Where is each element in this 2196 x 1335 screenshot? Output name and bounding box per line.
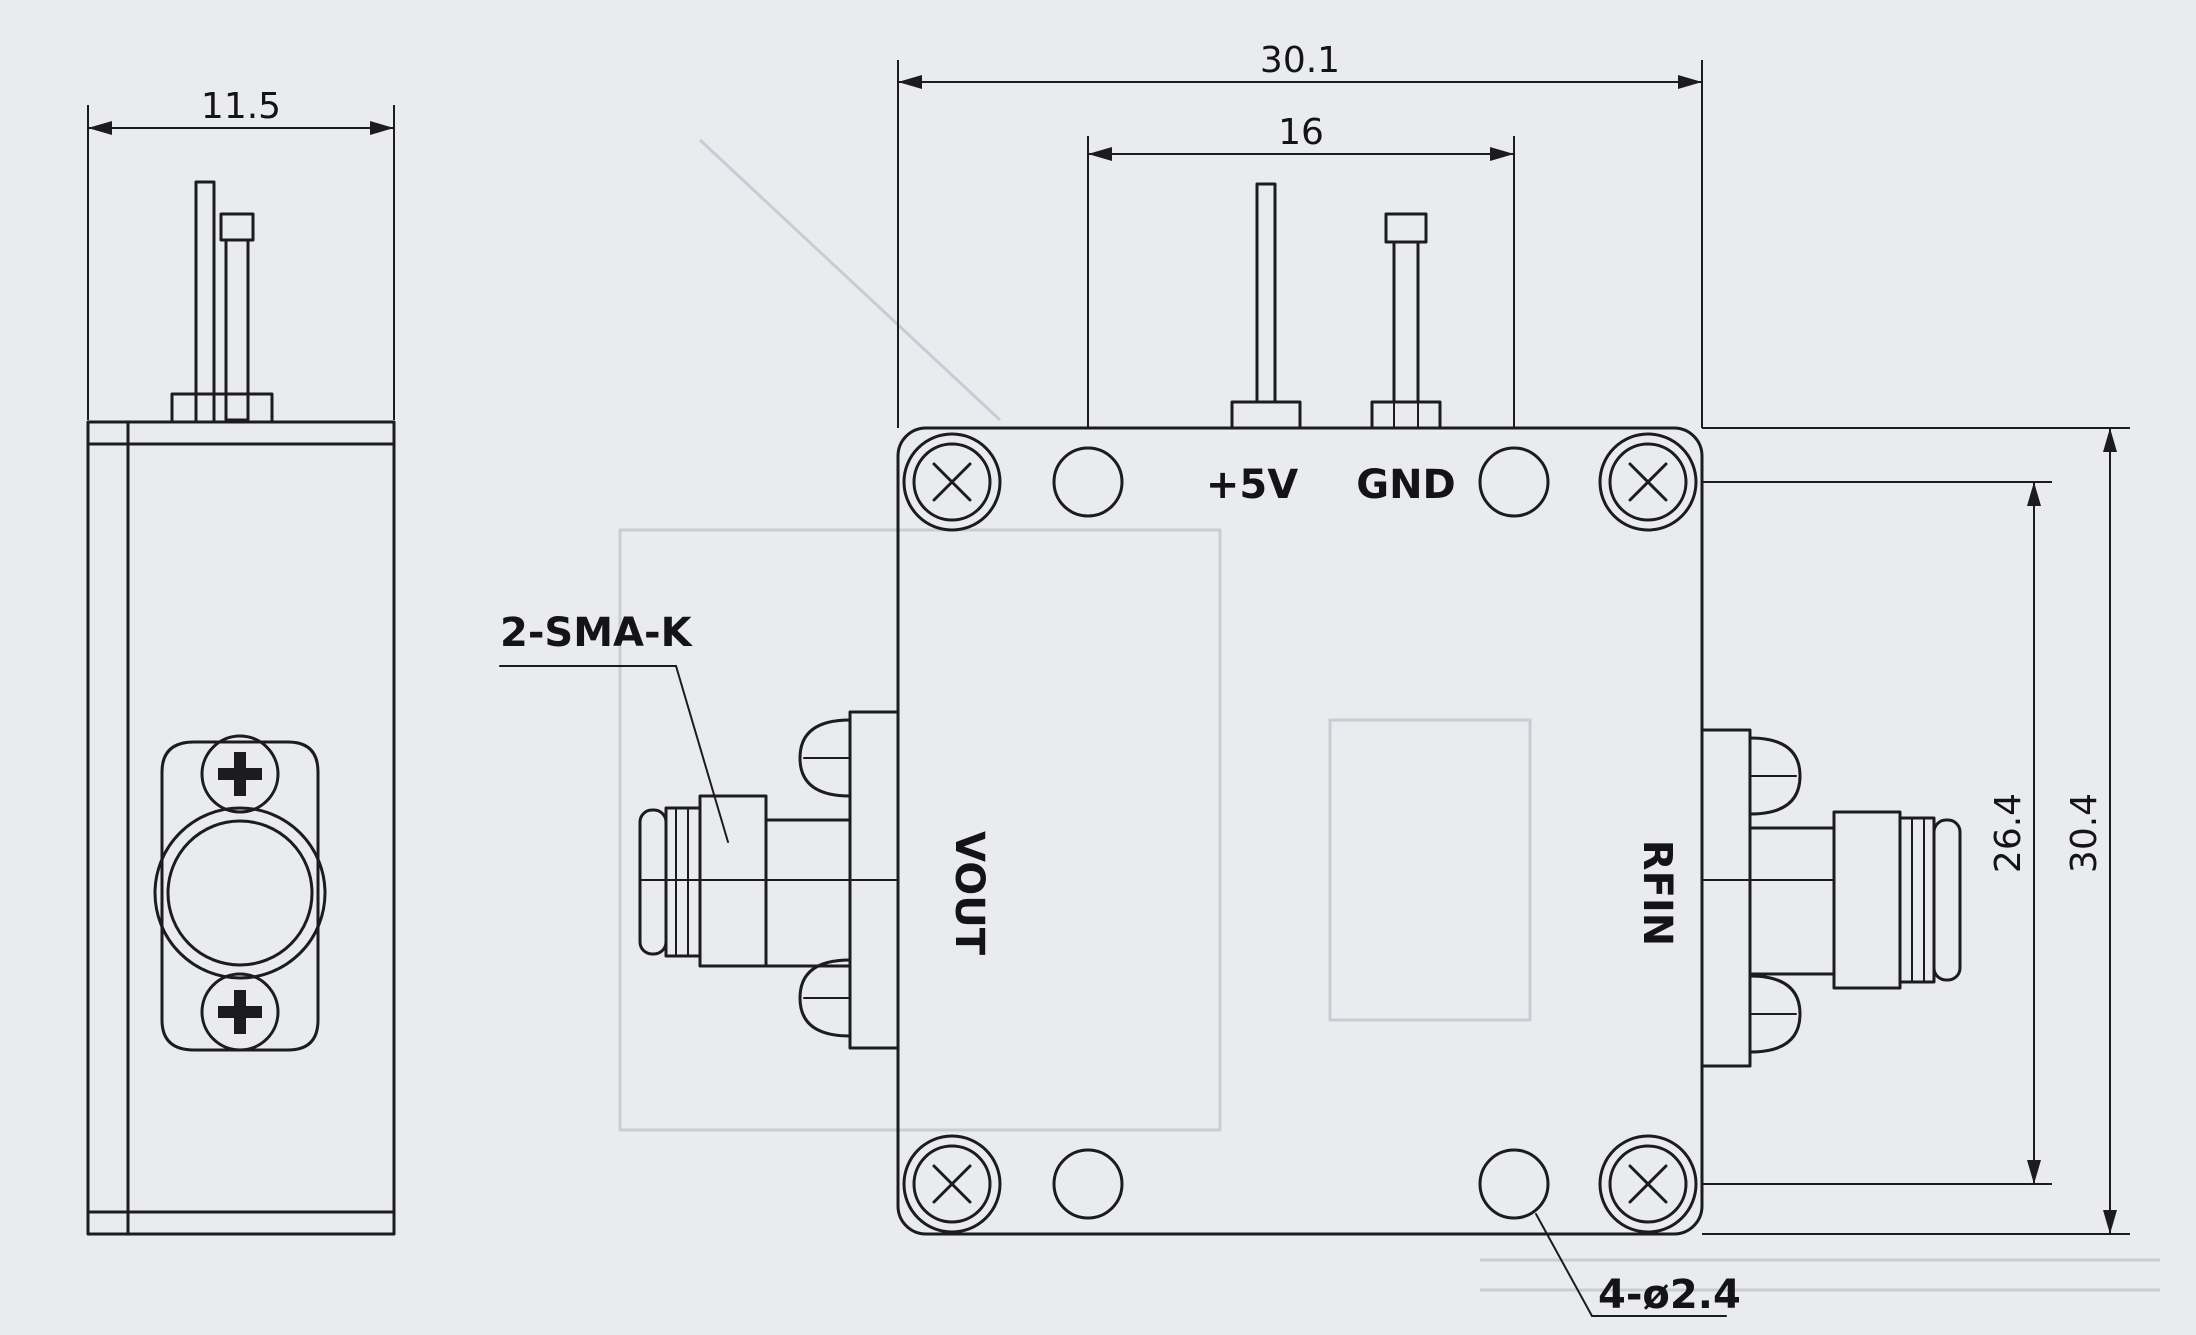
side-body xyxy=(86,420,396,1236)
sma-connector-left xyxy=(638,710,900,1050)
power-pin-label: +5V xyxy=(1206,462,1298,508)
dimension-top-width-value: 30.1 xyxy=(1260,40,1340,81)
sma-outer-ring xyxy=(153,806,327,980)
dimension-hole-spacing: 26.4 xyxy=(1702,481,2052,1185)
top-view: 30.1 16 xyxy=(499,40,2130,1318)
screw-icon xyxy=(200,972,280,1052)
ground-pin xyxy=(1370,212,1442,430)
power-pin xyxy=(1230,182,1302,430)
mounting-screw-icon xyxy=(1598,432,1698,532)
dimension-side-width-value: 11.5 xyxy=(201,86,281,127)
module-body xyxy=(896,426,1704,1236)
holes-callout: 4-ø2.4 xyxy=(1535,1213,1741,1318)
connector-label: 2-SMA-K xyxy=(500,610,694,656)
mounting-screw-icon xyxy=(902,432,1002,532)
input-port-label: RFIN xyxy=(1634,840,1680,946)
dimension-pin-spacing: 16 xyxy=(1087,112,1515,428)
mounting-screw-icon xyxy=(1598,1134,1698,1234)
mounting-hole xyxy=(1478,446,1550,518)
dimension-hole-spacing-value: 26.4 xyxy=(1988,793,2029,873)
dimension-side-width: 11.5 xyxy=(87,86,395,420)
ground-pin-label: GND xyxy=(1356,462,1456,508)
side-sma-flange xyxy=(153,734,327,1052)
dimension-pin-spacing-value: 16 xyxy=(1278,112,1324,153)
mounting-hole xyxy=(1052,1148,1124,1220)
bleed-through-marks xyxy=(618,138,2160,1292)
output-port-label: VOUT xyxy=(946,831,992,956)
sma-inner-ring xyxy=(166,819,314,967)
dimension-top-width: 30.1 xyxy=(897,40,1703,428)
screw-icon xyxy=(200,734,280,814)
side-view: 11.5 xyxy=(86,86,396,1236)
holes-label: 4-ø2.4 xyxy=(1598,1272,1741,1318)
side-pins xyxy=(170,180,274,424)
mounting-screw-icon xyxy=(902,1134,1002,1234)
connector-callout: 2-SMA-K xyxy=(499,610,729,843)
dimension-total-height-value: 30.4 xyxy=(2064,793,2105,873)
sma-connector-right xyxy=(1700,728,1962,1068)
mounting-hole xyxy=(1478,1148,1550,1220)
dimension-total-height: 30.4 xyxy=(1702,427,2130,1235)
mounting-hole xyxy=(1052,446,1124,518)
